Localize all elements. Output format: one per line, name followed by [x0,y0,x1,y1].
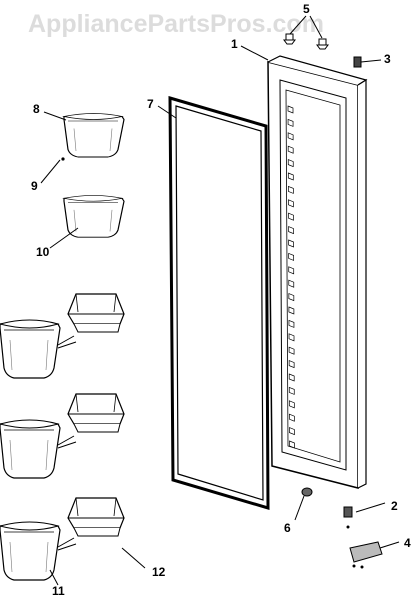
liner-ridge [288,185,294,194]
bottom-hinge-pin [301,487,313,497]
door-bin-large-1 [0,319,61,379]
watermark-text: AppliancePartsPros.com [28,10,324,38]
callout-6: 6 [284,521,291,535]
callout-7: 7 [147,97,154,111]
bin-tray-3 [67,497,125,537]
callout-8: 8 [33,102,40,116]
liner-ridge [288,212,294,221]
door-gasket [168,95,270,511]
leader-lines [40,15,400,586]
liner-ridge [288,306,295,315]
liner-ridge [288,373,295,382]
assembly-line-2 [57,435,77,449]
callout-3: 3 [384,52,391,66]
callout-5: 5 [303,2,310,16]
liner-ridge [288,386,295,395]
liner-ridge [288,266,295,275]
callout-4: 4 [404,536,411,550]
callout-2: 2 [391,499,398,513]
liner-ridge [288,199,294,208]
hinge-screw-right [316,38,329,50]
callout-9: 9 [31,179,38,193]
liner-ridge [288,239,294,248]
assembly-line-3 [57,537,77,551]
liner-ridge [287,145,294,154]
callout-1: 1 [231,37,238,51]
top-hinge-bushing [353,56,362,68]
liner-ridge [288,346,295,355]
liner-ridge [287,172,294,181]
liner-ridge [289,427,295,436]
bin-screw [61,157,65,161]
door-bin-large-2 [0,419,61,479]
liner-ridge [288,226,294,235]
bottom-hinge-cam [343,506,353,529]
liner-ridge [288,252,295,261]
liner-ridge [287,132,294,141]
liner-ridge [289,413,295,422]
liner-ridge [288,293,295,302]
liner-ridge [288,279,295,288]
door-bin-small [63,194,125,238]
callout-12: 12 [152,565,166,579]
liner-ridge [288,333,295,342]
liner-ridge [289,440,295,449]
door-liner [267,55,368,489]
liner-shelf-ridges [287,105,295,449]
callout-11: 11 [52,584,65,598]
hinge-screw-left [283,33,296,45]
door-bin-upper [63,112,125,158]
bin-tray-1 [67,293,125,333]
liner-ridge [287,118,294,127]
liner-ridge [287,105,294,114]
liner-ridge [288,360,295,369]
liner-ridge [288,319,295,328]
hinge-bracket [349,541,383,569]
bin-tray-2 [67,393,125,433]
liner-ridge [288,400,295,409]
callout-10: 10 [36,245,50,259]
liner-ridge [287,159,294,168]
assembly-line-1 [57,335,77,349]
